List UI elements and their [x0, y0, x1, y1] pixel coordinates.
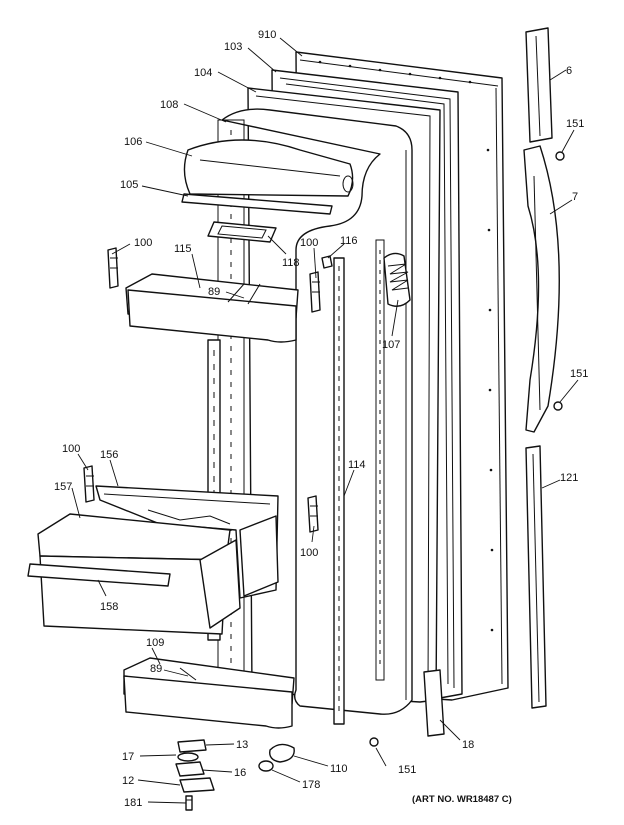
- callout-118: 118: [282, 257, 300, 269]
- upper-door-bin: [125, 273, 299, 343]
- art-number: (ART NO. WR18487 C): [412, 794, 512, 805]
- callout-151-middle: 151: [570, 368, 588, 380]
- callout-181: 181: [124, 797, 142, 809]
- callout-13: 13: [236, 739, 248, 751]
- callout-158: 158: [100, 601, 118, 613]
- callout-121: 121: [560, 472, 578, 484]
- door-stop: [269, 743, 295, 763]
- callout-104: 104: [194, 67, 212, 79]
- hinge-bracket: [175, 761, 205, 777]
- callout-17: 17: [122, 751, 134, 763]
- callout-89-lower: 89: [150, 663, 162, 675]
- callout-100-upper-left: 100: [134, 237, 152, 249]
- bin-front-bar: [27, 563, 171, 587]
- screw-middle: [553, 401, 563, 411]
- callout-116: 116: [340, 235, 358, 247]
- callout-157: 157: [54, 481, 72, 493]
- callout-18: 18: [462, 739, 474, 751]
- egg-tray: [207, 221, 277, 243]
- callout-156: 156: [100, 449, 118, 461]
- shelf-bracket-upper-right: [309, 271, 321, 313]
- dairy-compartment-door: [183, 139, 354, 197]
- screw-upper: [555, 151, 565, 161]
- callout-106: 106: [124, 136, 142, 148]
- callout-108: 108: [160, 99, 178, 111]
- callout-100-upper-right: 100: [300, 237, 318, 249]
- callout-105: 105: [120, 179, 138, 191]
- shelf-bracket-lower-right: [307, 495, 319, 533]
- callout-110: 110: [330, 763, 348, 775]
- hinge-plate: [177, 739, 207, 753]
- callout-103: 103: [224, 41, 242, 53]
- screw-lower: [369, 737, 379, 747]
- retainer-clip: [321, 255, 333, 269]
- door-handle: [523, 145, 560, 433]
- leader-lines: [71, 37, 579, 804]
- handle-bottom-trim: [525, 445, 547, 709]
- callout-178: 178: [302, 779, 320, 791]
- callout-12: 12: [122, 775, 134, 787]
- hinge-screw: [185, 795, 193, 811]
- door-closer-cam: [258, 760, 274, 772]
- callout-107: 107: [382, 339, 400, 351]
- callout-7: 7: [572, 191, 578, 203]
- callout-151-lower: 151: [398, 764, 416, 776]
- bottom-door-bin: [123, 657, 295, 729]
- callout-labels: 910 103 104 108 106 105 100 115 118 100 …: [54, 29, 588, 809]
- shelf-bracket-upper-left: [107, 247, 119, 289]
- door-trim: [333, 257, 345, 725]
- callout-910: 910: [258, 29, 276, 41]
- hinge-pin: [179, 777, 215, 793]
- bottom-trim-strip: [423, 669, 445, 737]
- handle-top-trim: [525, 27, 553, 143]
- callout-115: 115: [174, 243, 192, 255]
- callout-114: 114: [348, 459, 366, 471]
- callout-6: 6: [566, 65, 572, 77]
- callout-100-lower-right: 100: [300, 547, 318, 559]
- shelf-bracket-lower-left: [83, 465, 95, 503]
- callout-151-upper: 151: [566, 118, 584, 130]
- callout-109: 109: [146, 637, 164, 649]
- door-spring: [383, 252, 411, 307]
- callout-16: 16: [234, 767, 246, 779]
- hinge-washer: [177, 752, 199, 762]
- callout-89-upper: 89: [208, 286, 220, 298]
- callout-100-lower-left: 100: [62, 443, 80, 455]
- dairy-bar: [181, 193, 333, 215]
